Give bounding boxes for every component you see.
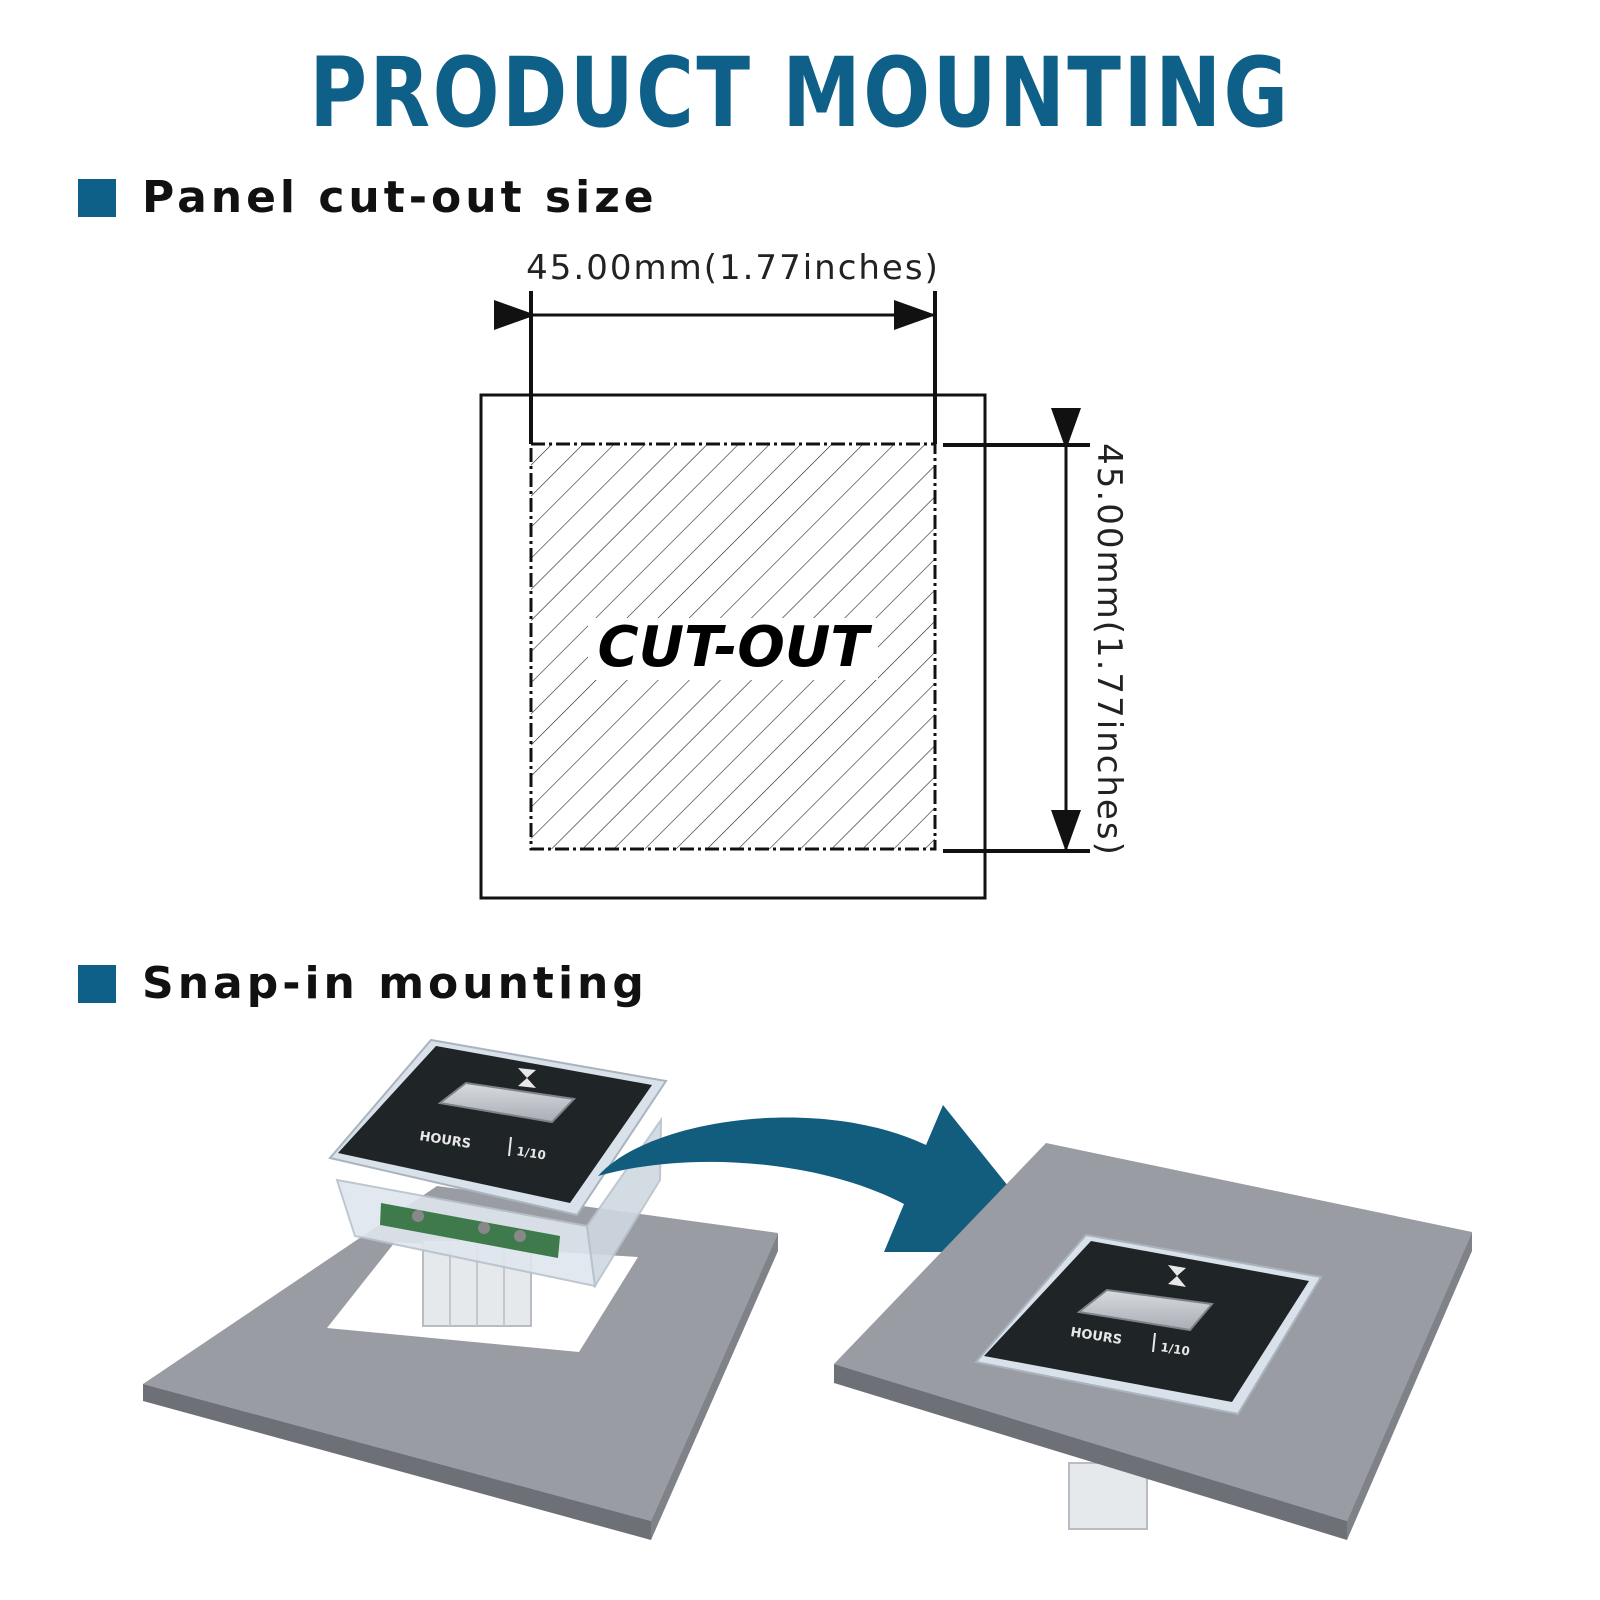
height-dimension-label: 45.00mm(1.77inches) xyxy=(1089,443,1129,857)
section-bullet-square xyxy=(78,964,116,1003)
lcd-display-mounted xyxy=(1076,1288,1214,1332)
section-cutout-heading: Panel cut-out size xyxy=(78,172,658,223)
panel-outline xyxy=(479,393,987,900)
after-mounting-illustration: HOURS 1/10 xyxy=(834,1143,1472,1540)
panel-front-edge xyxy=(143,1384,651,1540)
hourglass-icon xyxy=(518,1068,536,1088)
panel-with-hole xyxy=(143,1186,778,1521)
circuit-board xyxy=(380,1203,560,1258)
before-mounting-illustration: HOURS 1/10 xyxy=(143,1038,778,1540)
panel-side-edge xyxy=(651,1233,778,1540)
cutout-dashed-border xyxy=(529,442,937,851)
width-dimension-label: 45.00mm(1.77inches) xyxy=(526,248,940,288)
lcd-display xyxy=(437,1081,577,1124)
panel-front-edge xyxy=(834,1364,1347,1540)
cutout-label-backing xyxy=(588,618,878,680)
section-snap-heading: Snap-in mounting xyxy=(78,958,648,1009)
panel-side-edge xyxy=(1347,1232,1472,1540)
section-cutout-label: Panel cut-out size xyxy=(142,172,658,223)
tenths-label-mounted: 1/10 xyxy=(1160,1340,1191,1358)
section-snap-label: Snap-in mounting xyxy=(142,958,648,1009)
cutout-label: CUT-OUT xyxy=(597,615,872,680)
section-bullet-square xyxy=(78,178,116,217)
meter-face xyxy=(338,1046,652,1203)
page-title: PRODUCT MOUNTING xyxy=(309,37,1291,149)
snap-in-arrow xyxy=(598,1105,1061,1252)
cutout-dimension-drawing: CUT-OUT 45.00mm(1.77inches) 45.00mm(1.77… xyxy=(479,248,1129,900)
tenths-label: 1/10 xyxy=(516,1144,547,1162)
hourglass-icon xyxy=(1168,1265,1186,1287)
